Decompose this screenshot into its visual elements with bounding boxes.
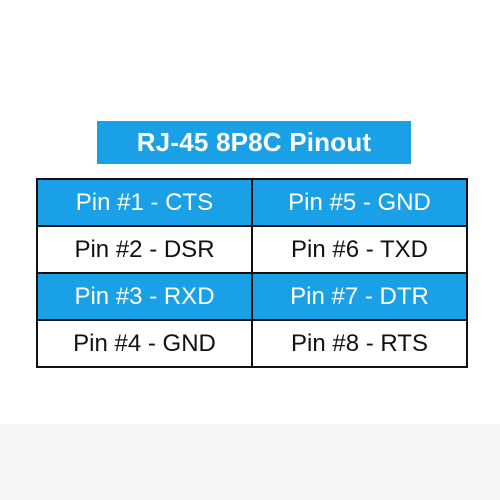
pinout-table: Pin #1 - CTS Pin #5 - GND Pin #2 - DSR P… — [36, 178, 468, 368]
pin-3-cell: Pin #3 - RXD — [36, 272, 253, 321]
pin-7-cell: Pin #7 - DTR — [251, 272, 468, 321]
pin-6-cell: Pin #6 - TXD — [251, 225, 468, 274]
pin-4-cell: Pin #4 - GND — [36, 319, 253, 368]
table-row: Pin #3 - RXD Pin #7 - DTR — [36, 272, 468, 321]
pin-5-cell: Pin #5 - GND — [251, 178, 468, 227]
bottom-band — [0, 424, 500, 500]
pinout-title: RJ-45 8P8C Pinout — [97, 121, 411, 164]
top-band — [0, 0, 500, 58]
pin-2-cell: Pin #2 - DSR — [36, 225, 253, 274]
table-row: Pin #2 - DSR Pin #6 - TXD — [36, 225, 468, 274]
pin-8-cell: Pin #8 - RTS — [251, 319, 468, 368]
pin-1-cell: Pin #1 - CTS — [36, 178, 253, 227]
table-row: Pin #4 - GND Pin #8 - RTS — [36, 319, 468, 368]
table-row: Pin #1 - CTS Pin #5 - GND — [36, 178, 468, 227]
